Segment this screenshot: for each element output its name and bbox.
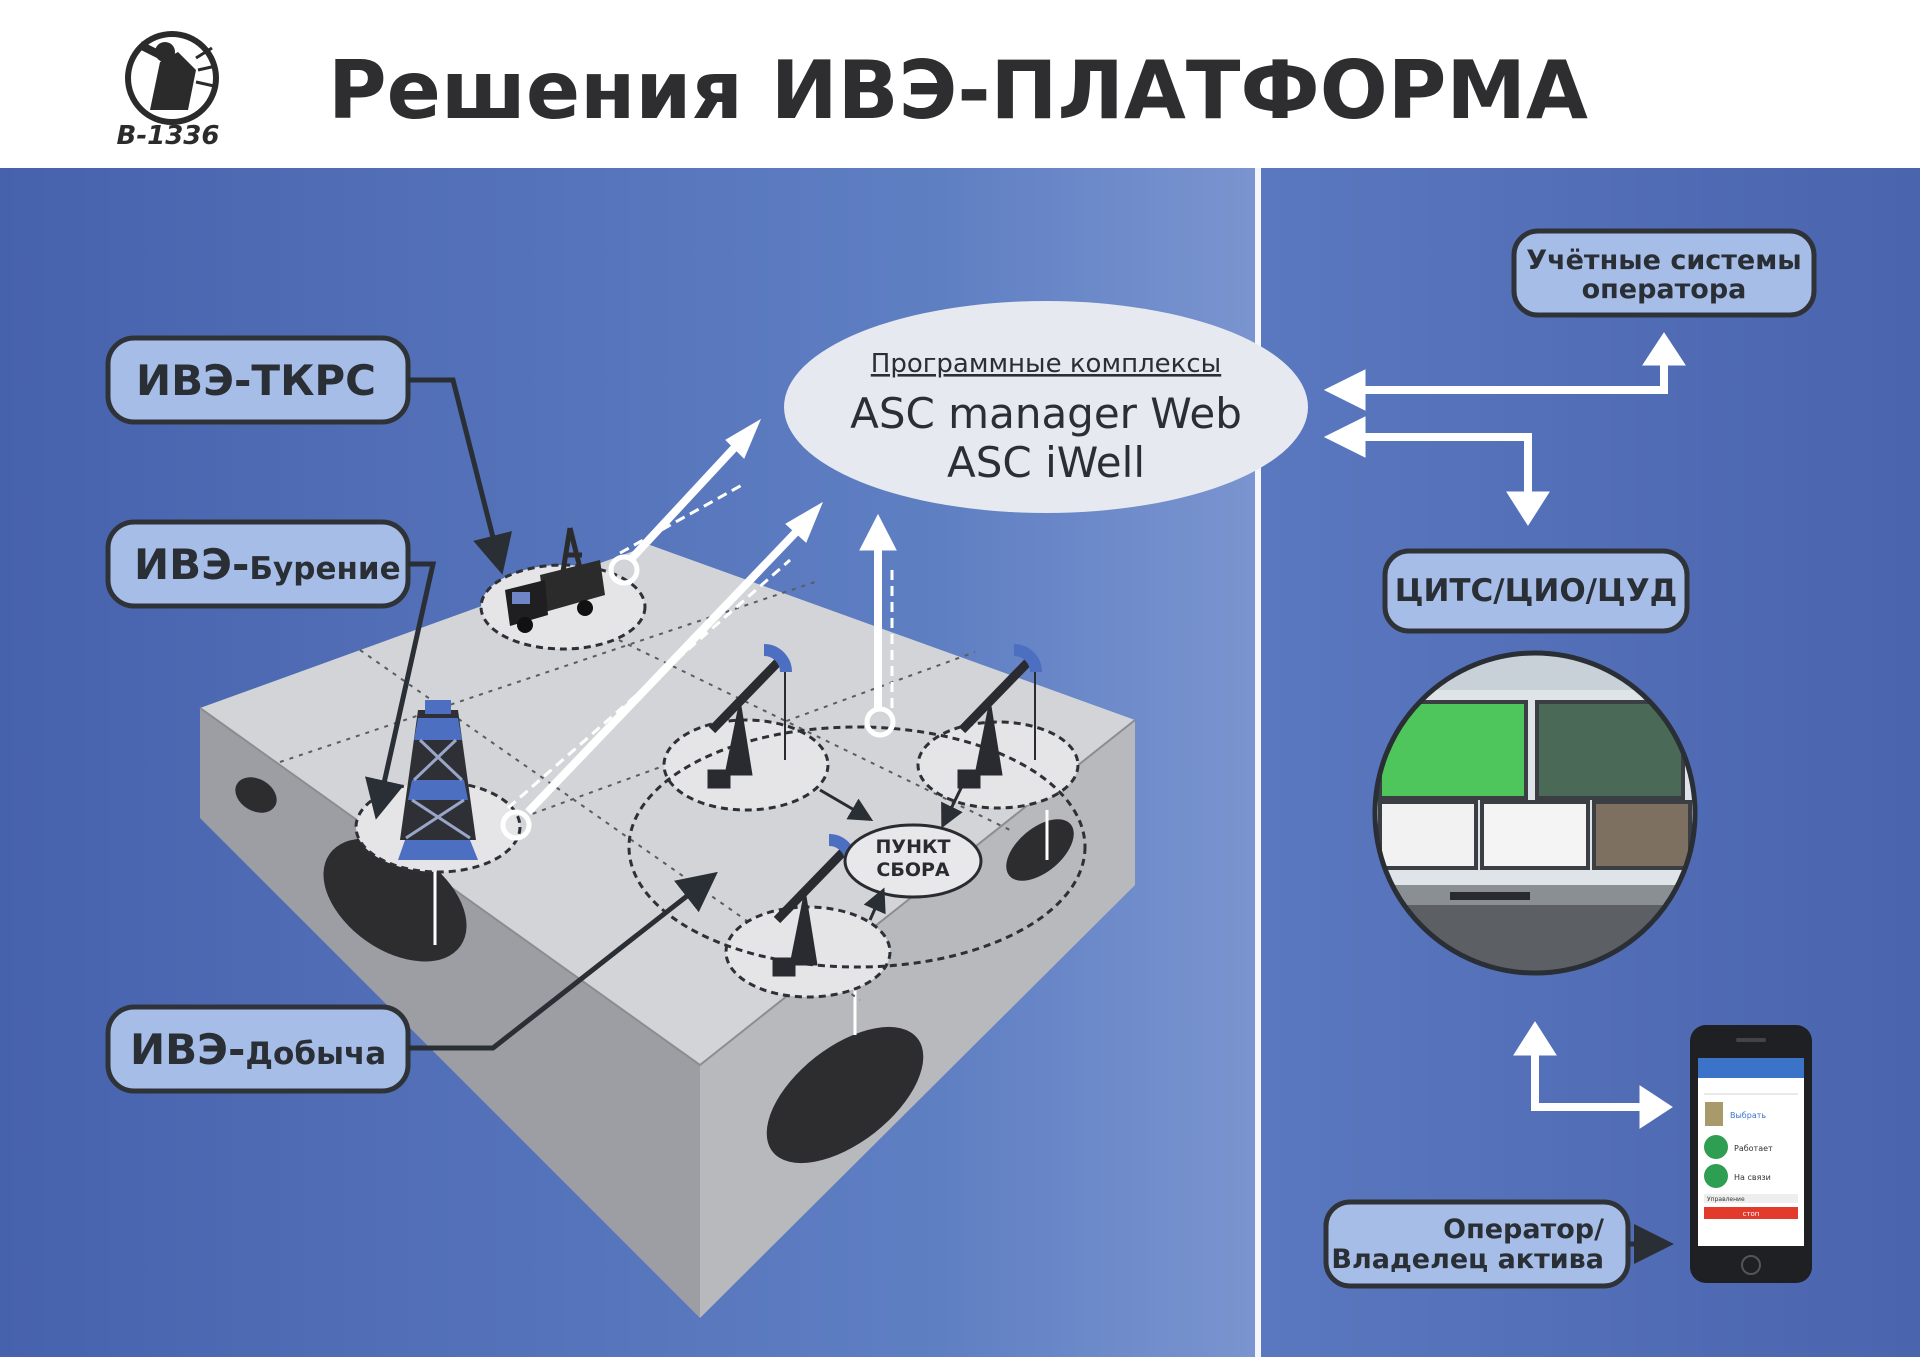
pumpjack-icon bbox=[707, 644, 792, 789]
label-burenie-suffix: Бурение bbox=[249, 551, 400, 587]
accounting-systems-box: Учётные системы оператора bbox=[1511, 228, 1817, 318]
control-center-box: ЦИТС/ЦИО/ЦУД bbox=[1382, 548, 1690, 634]
software-line1: ASC manager Web bbox=[850, 389, 1242, 438]
phone-stop-button: стоп bbox=[1743, 1210, 1760, 1218]
phone-choose-button: Выбрать bbox=[1730, 1111, 1766, 1120]
logo: B-1336 bbox=[117, 31, 220, 151]
phone-status-working: Работает bbox=[1734, 1144, 1773, 1153]
logo-text: B-1336 bbox=[117, 121, 220, 151]
workover-truck-icon bbox=[505, 527, 605, 633]
label-tkrs: ИВЭ-ТКРС bbox=[105, 335, 411, 425]
label-dobycha-suffix: Добыча bbox=[245, 1036, 386, 1072]
operator-line2: Владелец актива bbox=[1331, 1244, 1604, 1275]
accounting-line1: Учётные системы bbox=[1526, 245, 1801, 276]
page-title: Решения ИВЭ-ПЛАТФОРМА bbox=[328, 44, 1588, 137]
svg-text:ИВЭ-Добыча: ИВЭ-Добыча bbox=[130, 1025, 386, 1074]
control-center-text: ЦИТС/ЦИО/ЦУД bbox=[1395, 573, 1678, 609]
accounting-line2: оператора bbox=[1582, 274, 1747, 305]
collection-point-line2: СБОРА bbox=[876, 859, 950, 881]
label-dobycha-prefix: ИВЭ- bbox=[130, 1025, 245, 1074]
header-band bbox=[0, 0, 1920, 168]
label-dobycha: ИВЭ-Добыча bbox=[105, 1004, 411, 1094]
svg-text:ИВЭ-Бурение: ИВЭ-Бурение bbox=[134, 540, 401, 589]
drilling-rig-icon bbox=[398, 700, 478, 860]
data-link-arrows bbox=[500, 418, 897, 841]
collection-flow-arrows bbox=[819, 779, 967, 921]
software-bubble: Программные комплексы ASC manager Web AS… bbox=[784, 301, 1308, 513]
collection-point: ПУНКТ СБОРА bbox=[843, 823, 983, 899]
software-line2: ASC iWell bbox=[947, 438, 1145, 487]
smartphone-image: Выбрать Работает На связи Управление сто… bbox=[1690, 1025, 1812, 1283]
operator-box: Оператор/ Владелец актива bbox=[1323, 1199, 1631, 1289]
operator-line1: Оператор/ bbox=[1443, 1214, 1604, 1245]
phone-section-control: Управление bbox=[1707, 1196, 1745, 1203]
collection-point-line1: ПУНКТ bbox=[876, 836, 951, 858]
pumpjack-icon bbox=[772, 834, 857, 977]
ground-block bbox=[199, 545, 1136, 1318]
right-arrows bbox=[1323, 332, 1686, 1129]
control-room-image bbox=[1372, 650, 1698, 976]
label-connectors bbox=[365, 377, 718, 1051]
panel-divider bbox=[1255, 168, 1261, 1357]
label-burenie: ИВЭ-Бурение bbox=[105, 519, 411, 609]
label-tkrs-text: ИВЭ-ТКРС bbox=[136, 356, 376, 405]
software-heading: Программные комплексы bbox=[871, 349, 1221, 379]
phone-status-online: На связи bbox=[1734, 1173, 1771, 1182]
label-burenie-prefix: ИВЭ- bbox=[134, 540, 249, 589]
